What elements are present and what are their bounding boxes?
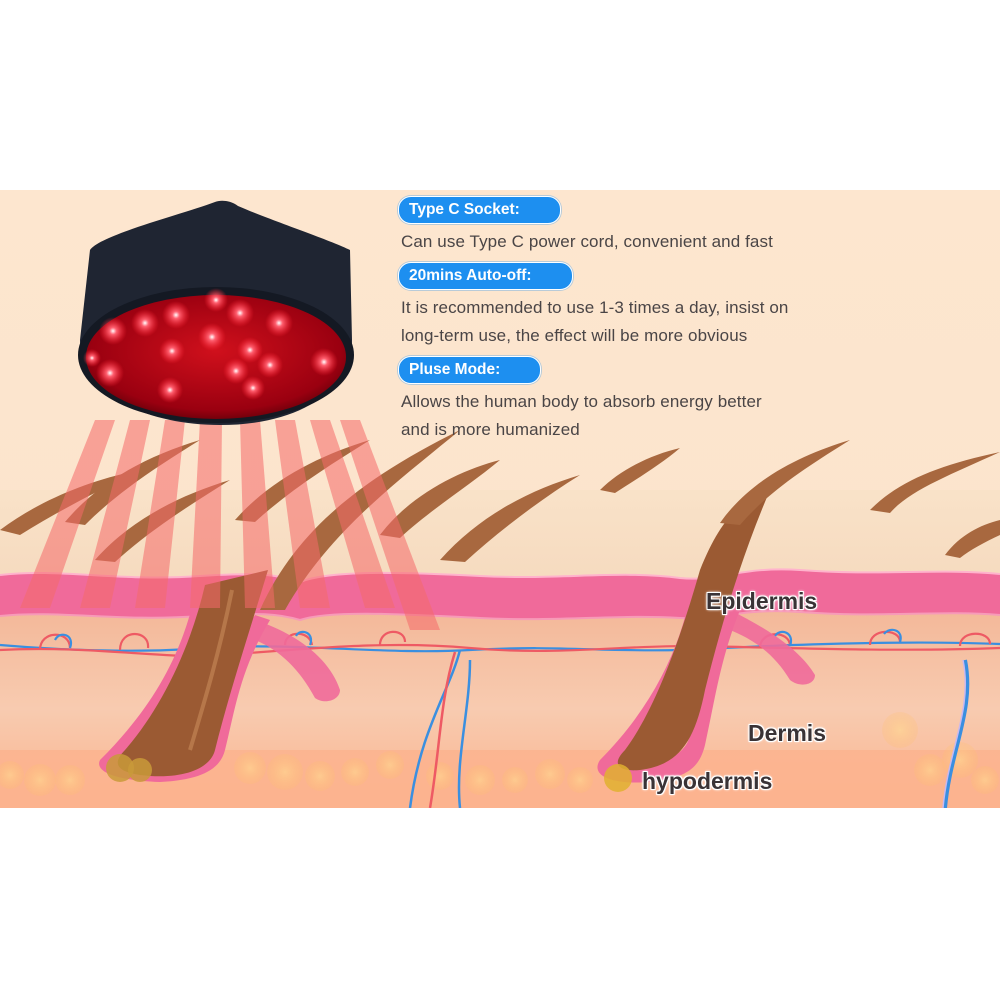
feature-description-line: and is more humanized [401, 420, 580, 439]
feature-description-line: Can use Type C power cord, convenient an… [401, 232, 773, 251]
feature-list: Type C Socket: Can use Type C power cord… [398, 196, 858, 450]
led-cap-product [78, 200, 354, 425]
hair-follicle-right [597, 490, 815, 792]
led-lights [83, 288, 338, 403]
feature-auto-off: 20mins Auto-off: It is recommended to us… [398, 262, 858, 350]
hypodermis-label: hypodermis [642, 768, 773, 794]
feature-description-line: Allows the human body to absorb energy b… [401, 392, 762, 411]
fat-cells [0, 712, 999, 796]
feature-title-badge: Pluse Mode: [398, 356, 542, 384]
hair-follicle-left [99, 570, 340, 782]
feature-type-c-socket: Type C Socket: Can use Type C power cord… [398, 196, 858, 256]
dermis-label: Dermis [748, 720, 826, 746]
feature-description: Can use Type C power cord, convenient an… [401, 228, 858, 256]
feature-description-line: long-term use, the effect will be more o… [401, 326, 748, 345]
product-illustration-panel: Epidermis Dermis hypodermis [0, 190, 1000, 808]
feature-description: Allows the human body to absorb energy b… [401, 388, 858, 444]
blood-vessels [0, 628, 1000, 808]
red-light-beams [20, 420, 440, 630]
feature-description-line: It is recommended to use 1-3 times a day… [401, 298, 789, 317]
feature-title-badge: 20mins Auto-off: [398, 262, 573, 290]
skin-cross-section-illustration [0, 190, 1000, 808]
feature-pulse-mode: Pluse Mode: Allows the human body to abs… [398, 356, 858, 444]
feature-title-badge: Type C Socket: [398, 196, 561, 224]
feature-description: It is recommended to use 1-3 times a day… [401, 294, 858, 350]
epidermis-label: Epidermis [706, 588, 818, 614]
